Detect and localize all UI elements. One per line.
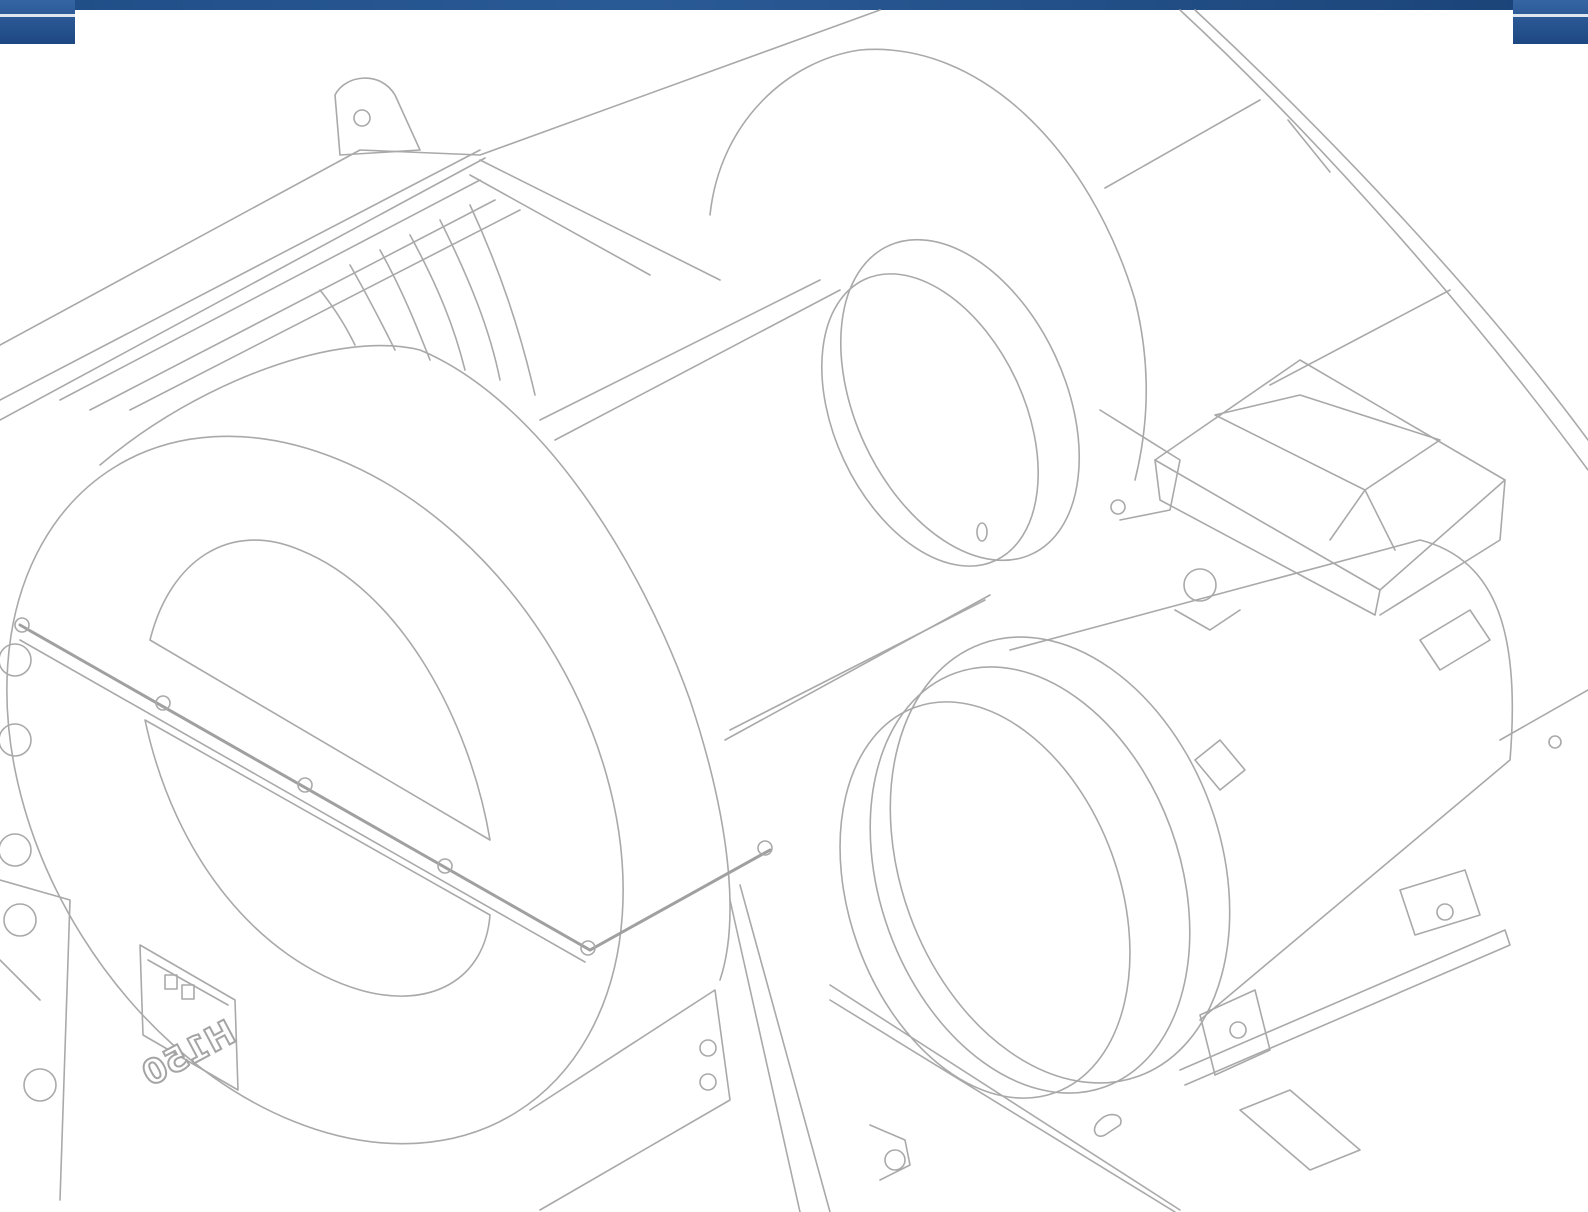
banner-tab-right — [1513, 0, 1588, 44]
top-banner — [0, 0, 1588, 10]
flywheel — [6, 344, 731, 1145]
belt-guard — [1104, 9, 1588, 471]
cover-strap — [14, 617, 773, 963]
banner-stripe-left — [0, 14, 75, 17]
banner-tab-left — [0, 0, 75, 44]
internal-ribs — [319, 204, 536, 396]
banner-stripe-right — [1513, 14, 1588, 17]
electric-motor — [839, 359, 1588, 1099]
shaft-cylinder — [539, 238, 1081, 741]
upper-housing — [0, 9, 881, 421]
motor-base — [829, 869, 1511, 1212]
rear-pulley — [709, 48, 1181, 521]
nameplate: H150 — [135, 944, 243, 1096]
lower-frame — [0, 643, 911, 1212]
